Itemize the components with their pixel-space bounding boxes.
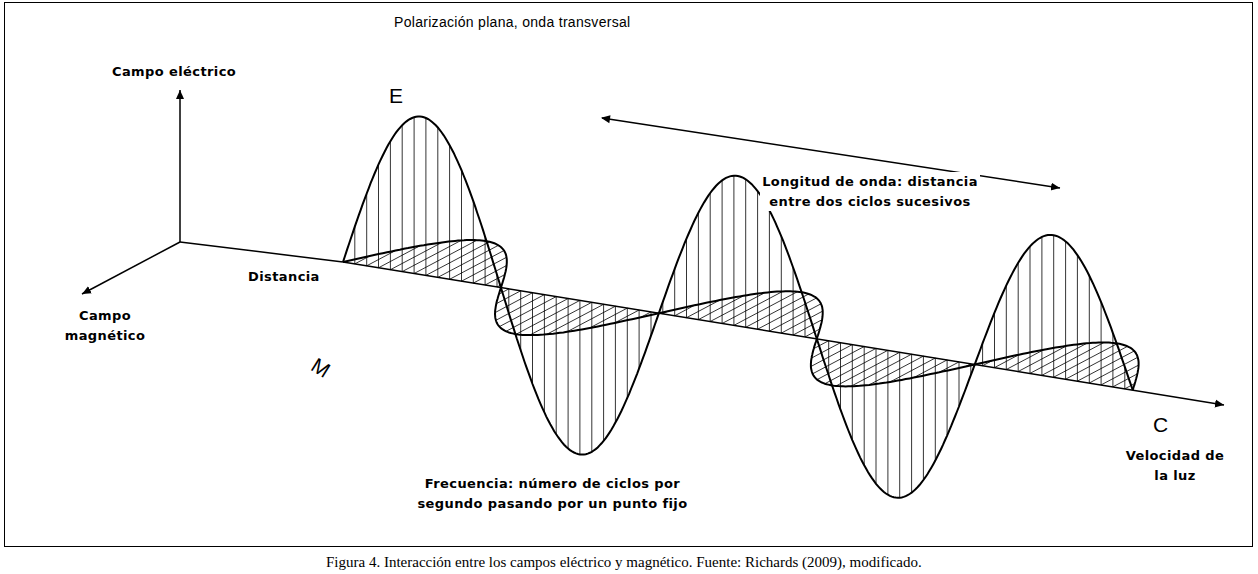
electric-hatch: [876, 348, 877, 483]
electric-hatch: [769, 210, 770, 331]
electric-hatch: [722, 180, 723, 323]
magnetic-hatch: [473, 266, 506, 284]
electric-hatch: [733, 176, 734, 326]
figure-frame: [5, 3, 1253, 547]
electric-hatch: [414, 117, 415, 273]
electric-hatch: [532, 293, 533, 384]
electric-hatch: [425, 118, 426, 275]
electric-hatch: [568, 299, 569, 449]
magnetic-hatch: [402, 240, 461, 271]
electric-hatch: [1053, 235, 1054, 377]
magnetic-axis: [82, 242, 180, 294]
electric-hatch: [840, 343, 841, 410]
electric-hatch: [686, 239, 687, 318]
wave-curves: [343, 117, 1139, 498]
magnetic-hatch: [426, 242, 490, 276]
electric-hatch: [899, 352, 900, 497]
magnetic-hatch: [1101, 365, 1139, 385]
figure-title: Polarización plana, onda transversal: [394, 12, 631, 33]
wave-label: E: [389, 84, 403, 107]
electric-hatch: [520, 291, 521, 351]
axis-label: Distancia: [248, 267, 320, 287]
magnetic-hatch: [812, 343, 841, 358]
speed-label: C: [1153, 413, 1168, 436]
electric-hatch: [378, 164, 379, 267]
electric-hatch: [911, 354, 912, 493]
magnetic-hatch: [1066, 346, 1128, 379]
axis-label: Campo eléctrico: [112, 62, 236, 82]
magnetic-hatch: [1089, 357, 1137, 383]
wave-label: M: [307, 353, 334, 382]
magnetic-hatch: [825, 350, 888, 383]
propagation-axis: [343, 262, 1224, 405]
electric-hatch: [591, 302, 592, 452]
electric-hatch: [1041, 237, 1042, 375]
electric-hatch: [1101, 302, 1102, 385]
magnetic-hatch: [722, 291, 783, 323]
electric-hatch: [1077, 255, 1078, 381]
electric-hatch: [781, 236, 782, 333]
magnetic-hatch: [450, 251, 504, 280]
magnetic-hatch: [746, 294, 809, 327]
magnetic-hatch: [851, 354, 912, 386]
electric-hatch: [1089, 276, 1090, 383]
magnetic-hatch: [781, 311, 822, 333]
magnetic-hatch: [496, 295, 545, 321]
magnetic-hatch: [506, 299, 568, 332]
magnetic-hatch: [495, 293, 532, 313]
electric-hatch: [485, 237, 486, 285]
electric-hatch: [745, 179, 746, 327]
magnetic-hatch: [1077, 351, 1134, 381]
electric-hatch: [1065, 241, 1066, 379]
distance-axis: [180, 242, 343, 262]
electric-hatch: [449, 145, 450, 279]
electric-hatch: [887, 350, 888, 494]
magnetic-hatch: [516, 300, 580, 334]
electric-hatch: [828, 341, 829, 376]
electric-hatch: [461, 170, 462, 281]
magnetic-hatch: [811, 345, 852, 367]
electric-hatch: [579, 300, 580, 454]
electric-hatch: [805, 302, 806, 337]
wavelength-note: Longitud de onda: distancia entre dos ci…: [760, 172, 980, 211]
electric-hatch: [556, 297, 557, 435]
electric-hatch: [864, 347, 865, 466]
magnetic-hatch: [1054, 344, 1118, 378]
electric-hatch: [627, 308, 628, 398]
axis-label: Campo magnético: [50, 306, 160, 345]
electric-hatch: [757, 191, 758, 329]
electric-hatch: [390, 141, 391, 270]
speed-note: Velocidad de la luz: [1120, 446, 1230, 485]
figure-caption: Figura 4. Interacción entre los campos e…: [326, 551, 922, 574]
electric-hatch: [366, 194, 367, 266]
electric-hatch: [1112, 333, 1113, 387]
electric-axis: [179, 90, 181, 242]
electric-hatch: [473, 201, 474, 283]
electric-hatch: [852, 345, 853, 441]
electric-hatch: [1030, 246, 1031, 373]
electric-hatch: [437, 128, 438, 278]
electric-wave: [343, 117, 1133, 498]
magnetic-hatch: [836, 352, 900, 386]
electric-hatch: [793, 268, 794, 336]
electric-hatch: [544, 295, 545, 413]
electric-hatch: [639, 310, 640, 368]
frequency-note: Frecuencia: número de ciclos por segundo…: [415, 474, 690, 513]
